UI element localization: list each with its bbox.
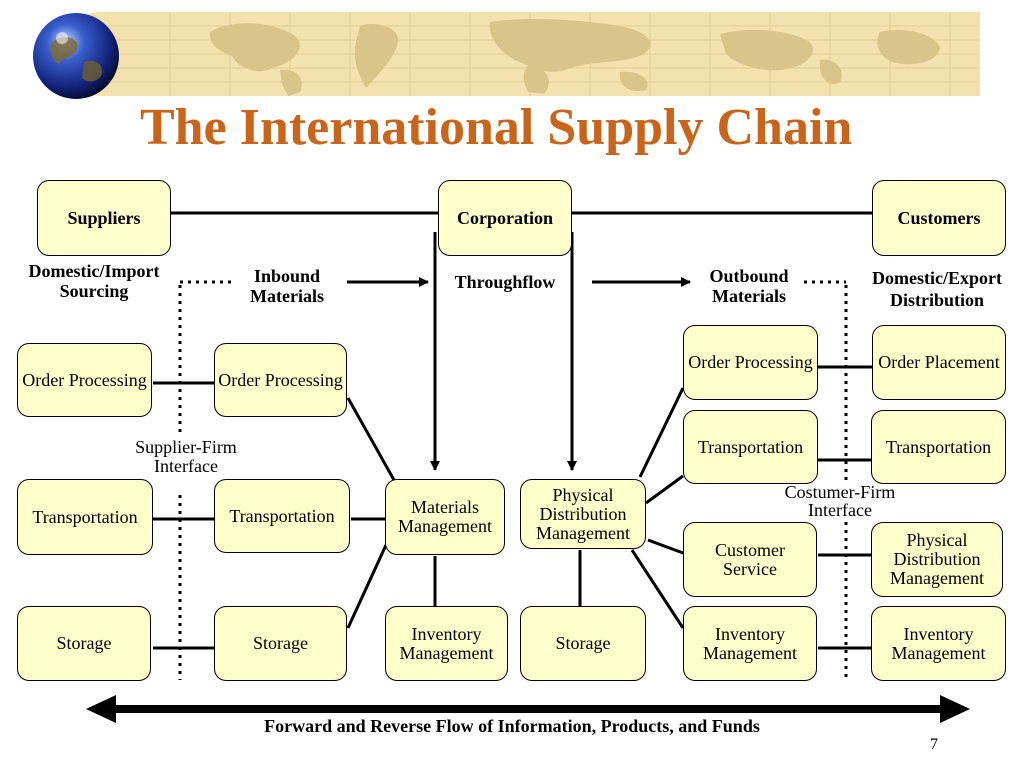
inbound-storage-box: Storage: [214, 606, 347, 681]
domestic-import-label: Domestic/Import: [28, 261, 160, 281]
pdm-storage-box: Storage: [520, 606, 646, 681]
flow-caption: Forward and Reverse Flow of Information,…: [264, 716, 760, 736]
supplier-firm-label: Supplier-Firm: [135, 437, 237, 457]
customers-box: Customers: [872, 180, 1006, 256]
throughflow-label: Throughflow: [454, 272, 556, 292]
globe-icon: [33, 13, 119, 99]
domestic-export-label: Domestic/Export: [872, 268, 1002, 288]
physical-distribution-management-box: Physical Distribution Management: [520, 479, 646, 549]
supplier-storage-box: Storage: [17, 606, 151, 681]
customer-physical-distribution-box: Physical Distribution Management: [871, 522, 1003, 597]
outbound-materials-label: Materials: [712, 286, 786, 306]
costumer-firm-interface-label: Interface: [808, 500, 872, 520]
materials-management-box: Materials Management: [385, 479, 505, 555]
corporation-box: Corporation: [438, 180, 572, 256]
suppliers-box: Suppliers: [37, 180, 171, 256]
inbound-materials-label: Materials: [250, 286, 324, 306]
outbound-transportation-box: Transportation: [683, 410, 818, 484]
distribution-label: Distribution: [889, 290, 985, 310]
customer-order-placement-box: Order Placement: [872, 325, 1006, 400]
page-title: The International Supply Chain: [140, 99, 853, 156]
inventory-management-box: Inventory Management: [385, 606, 508, 681]
outbound-order-processing-box: Order Processing: [683, 325, 818, 400]
customer-transportation-box: Transportation: [871, 410, 1006, 484]
inbound-order-processing-box: Order Processing: [214, 343, 347, 417]
supplier-transportation-box: Transportation: [17, 479, 153, 555]
world-map-banner: [60, 12, 980, 96]
customer-inventory-management-box: Inventory Management: [871, 606, 1006, 681]
page-number: 7: [930, 736, 938, 753]
supplier-firm-interface-label: Interface: [154, 456, 218, 476]
inbound-label: Inbound: [253, 266, 321, 286]
outbound-label: Outbound: [709, 266, 789, 286]
world-map-icon: [60, 12, 980, 96]
sourcing-label: Sourcing: [59, 281, 129, 301]
outbound-inventory-management-box: Inventory Management: [683, 606, 817, 681]
inbound-transportation-box: Transportation: [214, 479, 350, 553]
costumer-firm-label: Costumer-Firm: [784, 482, 896, 502]
flow-double-arrow: [86, 695, 970, 723]
supplier-order-processing-box: Order Processing: [17, 343, 152, 417]
customer-service-box: Customer Service: [683, 522, 817, 597]
